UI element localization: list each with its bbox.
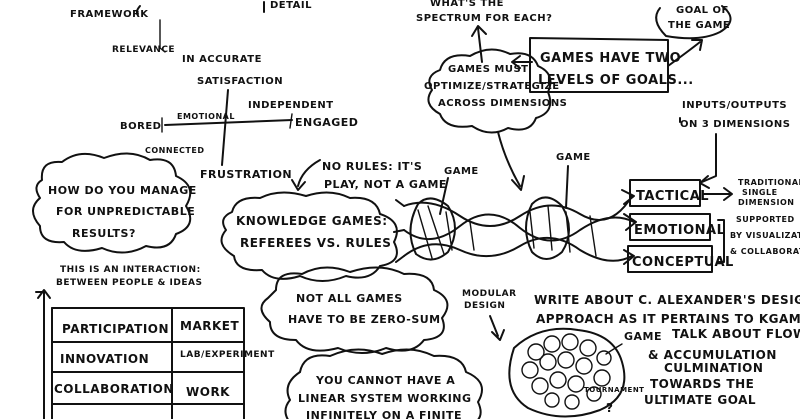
tournament-label: TOURNAMENT <box>584 386 644 394</box>
relevance-label: RELEVANCE <box>112 45 175 55</box>
goals-line2: LEVELS OF GOALS... <box>538 73 694 88</box>
blob-game-label: GAME <box>624 330 662 343</box>
frustration-label: FRUSTRATION <box>200 168 292 181</box>
goal-line2: THE GAME <box>668 20 730 31</box>
knowledge-line1: KNOWLEDGE GAMES: <box>236 214 388 228</box>
spectrum-line2: SPECTRUM FOR EACH? <box>416 13 552 24</box>
no-rules-note: NO RULES: IT'S PLAY, NOT A GAME <box>291 159 447 191</box>
optimize-cloud: GAMES MUST OPTIMIZE/STRATEGIZE ACROSS DI… <box>424 48 567 191</box>
table-right-1: MARKET <box>180 319 239 333</box>
dimension-emotional: EMOTIONAL <box>634 223 725 238</box>
goals-line1: GAMES HAVE TWO <box>540 51 681 66</box>
flow-line5: ULTIMATE GOAL <box>644 393 756 407</box>
spectrum-line1: WHAT'S THE <box>430 0 504 9</box>
no-rules-line2: PLAY, NOT A GAME <box>324 178 447 191</box>
knowledge-line2: REFEREES VS. RULES <box>240 236 391 250</box>
traditional-line3: DIMENSION <box>738 198 794 207</box>
modular-line1: MODULAR <box>462 289 517 299</box>
goal-line1: GOAL OF <box>676 5 729 16</box>
io-line1: INPUTS/OUTPUTS <box>682 100 787 111</box>
game-label-right: GAME <box>556 152 591 163</box>
optimize-line3: ACROSS DIMENSIONS <box>438 98 567 109</box>
table-left-3: COLLABORATION <box>54 382 174 396</box>
flow-line1: TALK ABOUT FLOW <box>672 327 800 341</box>
table-right-3: WORK <box>186 385 230 399</box>
modular-design: MODULAR DESIGN WRITE ABOUT C. ALEXANDER'… <box>462 289 800 341</box>
supported-line3: & COLLABORATION <box>730 247 800 256</box>
connected-label: CONNECTED <box>145 146 204 155</box>
supported-line1: SUPPORTED <box>736 215 795 224</box>
inaccurate-label: IN ACCURATE <box>182 54 262 65</box>
zerosum-cloud: NOT ALL GAMES HAVE TO BE ZERO-SUM <box>260 266 449 354</box>
question-mark: ? <box>606 401 613 415</box>
manage-line3: RESULTS? <box>72 227 136 240</box>
framework-label: FRAMEWORK <box>70 9 149 20</box>
io-line2: ON 3 DIMENSIONS <box>680 119 790 130</box>
linear-line2: LINEAR SYSTEM WORKING <box>298 392 472 405</box>
dimension-tactical: TACTICAL <box>636 189 709 204</box>
table-left-2: INNOVATION <box>60 352 149 366</box>
flow-line3: CULMINATION <box>664 361 763 375</box>
io-note: INPUTS/OUTPUTS ON 3 DIMENSIONS <box>680 100 790 189</box>
table-left-1: PARTICIPATION <box>62 322 169 336</box>
table-right-2: LAB/EXPERIMENT <box>180 350 275 360</box>
linear-line3: INFINITELY ON A FINITE <box>306 409 462 419</box>
interaction-table: THIS IS AN INTERACTION: BETWEEN PEOPLE &… <box>35 265 275 419</box>
traditional-line1: TRADITIONAL <box>738 178 800 187</box>
optimize-line1: GAMES MUST <box>448 64 529 75</box>
alexander-line2: APPROACH AS IT PERTAINS TO KGAMES <box>536 312 800 326</box>
alexander-line1: WRITE ABOUT C. ALEXANDER'S DESIGN <box>534 293 800 307</box>
detail-label: DETAIL <box>270 0 312 11</box>
optimize-line2: OPTIMIZE/STRATEGIZE <box>424 81 560 92</box>
manage-line2: FOR UNPREDICTABLE <box>56 205 195 218</box>
game-helix: GAME GAME <box>393 152 637 265</box>
independent-label: INDEPENDENT <box>248 100 334 111</box>
knowledge-cloud: KNOWLEDGE GAMES: REFEREES VS. RULES <box>220 191 398 282</box>
manage-cloud: HOW DO YOU MANAGE FOR UNPREDICTABLE RESU… <box>32 152 197 254</box>
flow-line2: & ACCUMULATION <box>648 348 777 362</box>
zerosum-line2: HAVE TO BE ZERO-SUM <box>288 313 441 326</box>
modular-line2: DESIGN <box>464 301 505 311</box>
no-rules-line1: NO RULES: IT'S <box>322 160 422 173</box>
emotional-label: EMOTIONAL <box>177 112 235 121</box>
traditional-line2: SINGLE <box>742 188 778 197</box>
linear-cloud: YOU CANNOT HAVE A LINEAR SYSTEM WORKING … <box>284 348 483 419</box>
flow-line4: TOWARDS THE <box>650 377 754 391</box>
game-label-left: GAME <box>444 166 479 177</box>
zerosum-line1: NOT ALL GAMES <box>296 292 403 305</box>
emotion-axes: SATISFACTION INDEPENDENT EMOTIONAL BORED… <box>120 76 358 181</box>
top-left-fragment: FRAMEWORK DETAIL RELEVANCE IN ACCURATE <box>70 0 312 65</box>
linear-line1: YOU CANNOT HAVE A <box>315 374 455 387</box>
satisfaction-label: SATISFACTION <box>197 76 283 87</box>
spectrum-question: WHAT'S THE SPECTRUM FOR EACH? <box>416 0 552 63</box>
dimension-boxes: TACTICAL EMOTIONAL CONCEPTUAL TRADITIONA… <box>627 178 800 273</box>
interaction-line2: BETWEEN PEOPLE & IDEAS <box>56 278 202 288</box>
bored-label: BORED <box>120 121 161 132</box>
manage-line1: HOW DO YOU MANAGE <box>48 184 197 197</box>
flow-note: TALK ABOUT FLOW & ACCUMULATION CULMINATI… <box>644 327 800 407</box>
modular-blob: GAME TOURNAMENT ? <box>508 327 662 418</box>
supported-line2: BY VISUALIZATION <box>730 231 800 240</box>
interaction-line1: THIS IS AN INTERACTION: <box>60 265 201 275</box>
engaged-label: ENGAGED <box>295 116 358 129</box>
dimension-conceptual: CONCEPTUAL <box>632 255 734 270</box>
goals-box: GAMES HAVE TWO LEVELS OF GOALS... GOAL O… <box>511 5 732 123</box>
